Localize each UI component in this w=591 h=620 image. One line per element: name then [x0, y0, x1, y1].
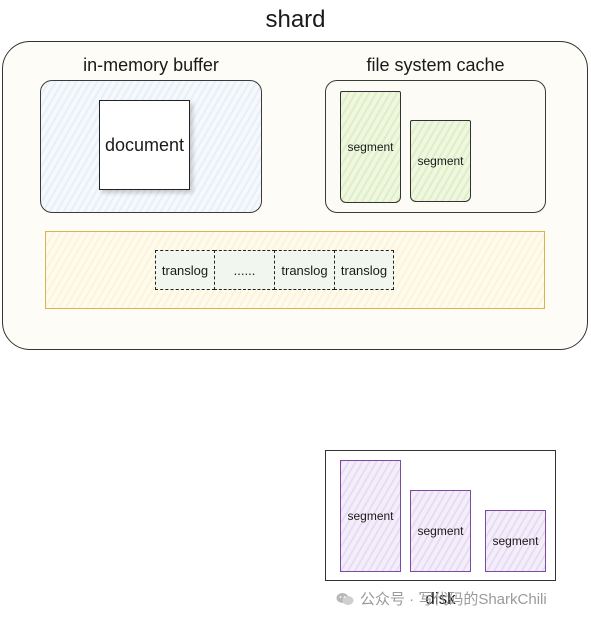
segment-label: segment — [492, 534, 539, 548]
translog-label: translog — [161, 262, 209, 278]
segment-label: segment — [347, 140, 394, 154]
document-node[interactable]: document — [99, 100, 190, 190]
disk-segment-3[interactable]: segment — [485, 510, 546, 572]
segment-label: segment — [417, 154, 464, 168]
document-label: document — [104, 134, 185, 155]
fs-cache-segment-2[interactable]: segment — [410, 120, 471, 202]
disk-segment-1[interactable]: segment — [340, 460, 401, 572]
translog-label: ...... — [233, 262, 256, 278]
wechat-icon — [336, 592, 354, 605]
disk-segment-2[interactable]: segment — [410, 490, 471, 572]
fs-cache-title: file system cache — [366, 55, 505, 75]
disk-title: disk — [425, 589, 456, 608]
translog-entry-2[interactable]: translog — [274, 250, 335, 290]
fs-cache-segment-1[interactable]: segment — [340, 91, 401, 203]
translog-entry-3[interactable]: translog — [334, 250, 394, 290]
buffer-title: in-memory buffer — [83, 55, 219, 75]
translog-ellipsis[interactable]: ...... — [214, 250, 275, 290]
segment-label: segment — [347, 509, 394, 523]
segment-label: segment — [417, 524, 464, 538]
watermark: 公众号 · 写代码的SharkChili — [336, 588, 547, 609]
translog-label: translog — [340, 262, 388, 278]
watermark-text: 公众号 · 写代码的SharkChili — [360, 591, 547, 608]
translog-entry-1[interactable]: translog — [155, 250, 215, 290]
shard-title: shard — [265, 6, 326, 33]
translog-label: translog — [281, 262, 328, 278]
